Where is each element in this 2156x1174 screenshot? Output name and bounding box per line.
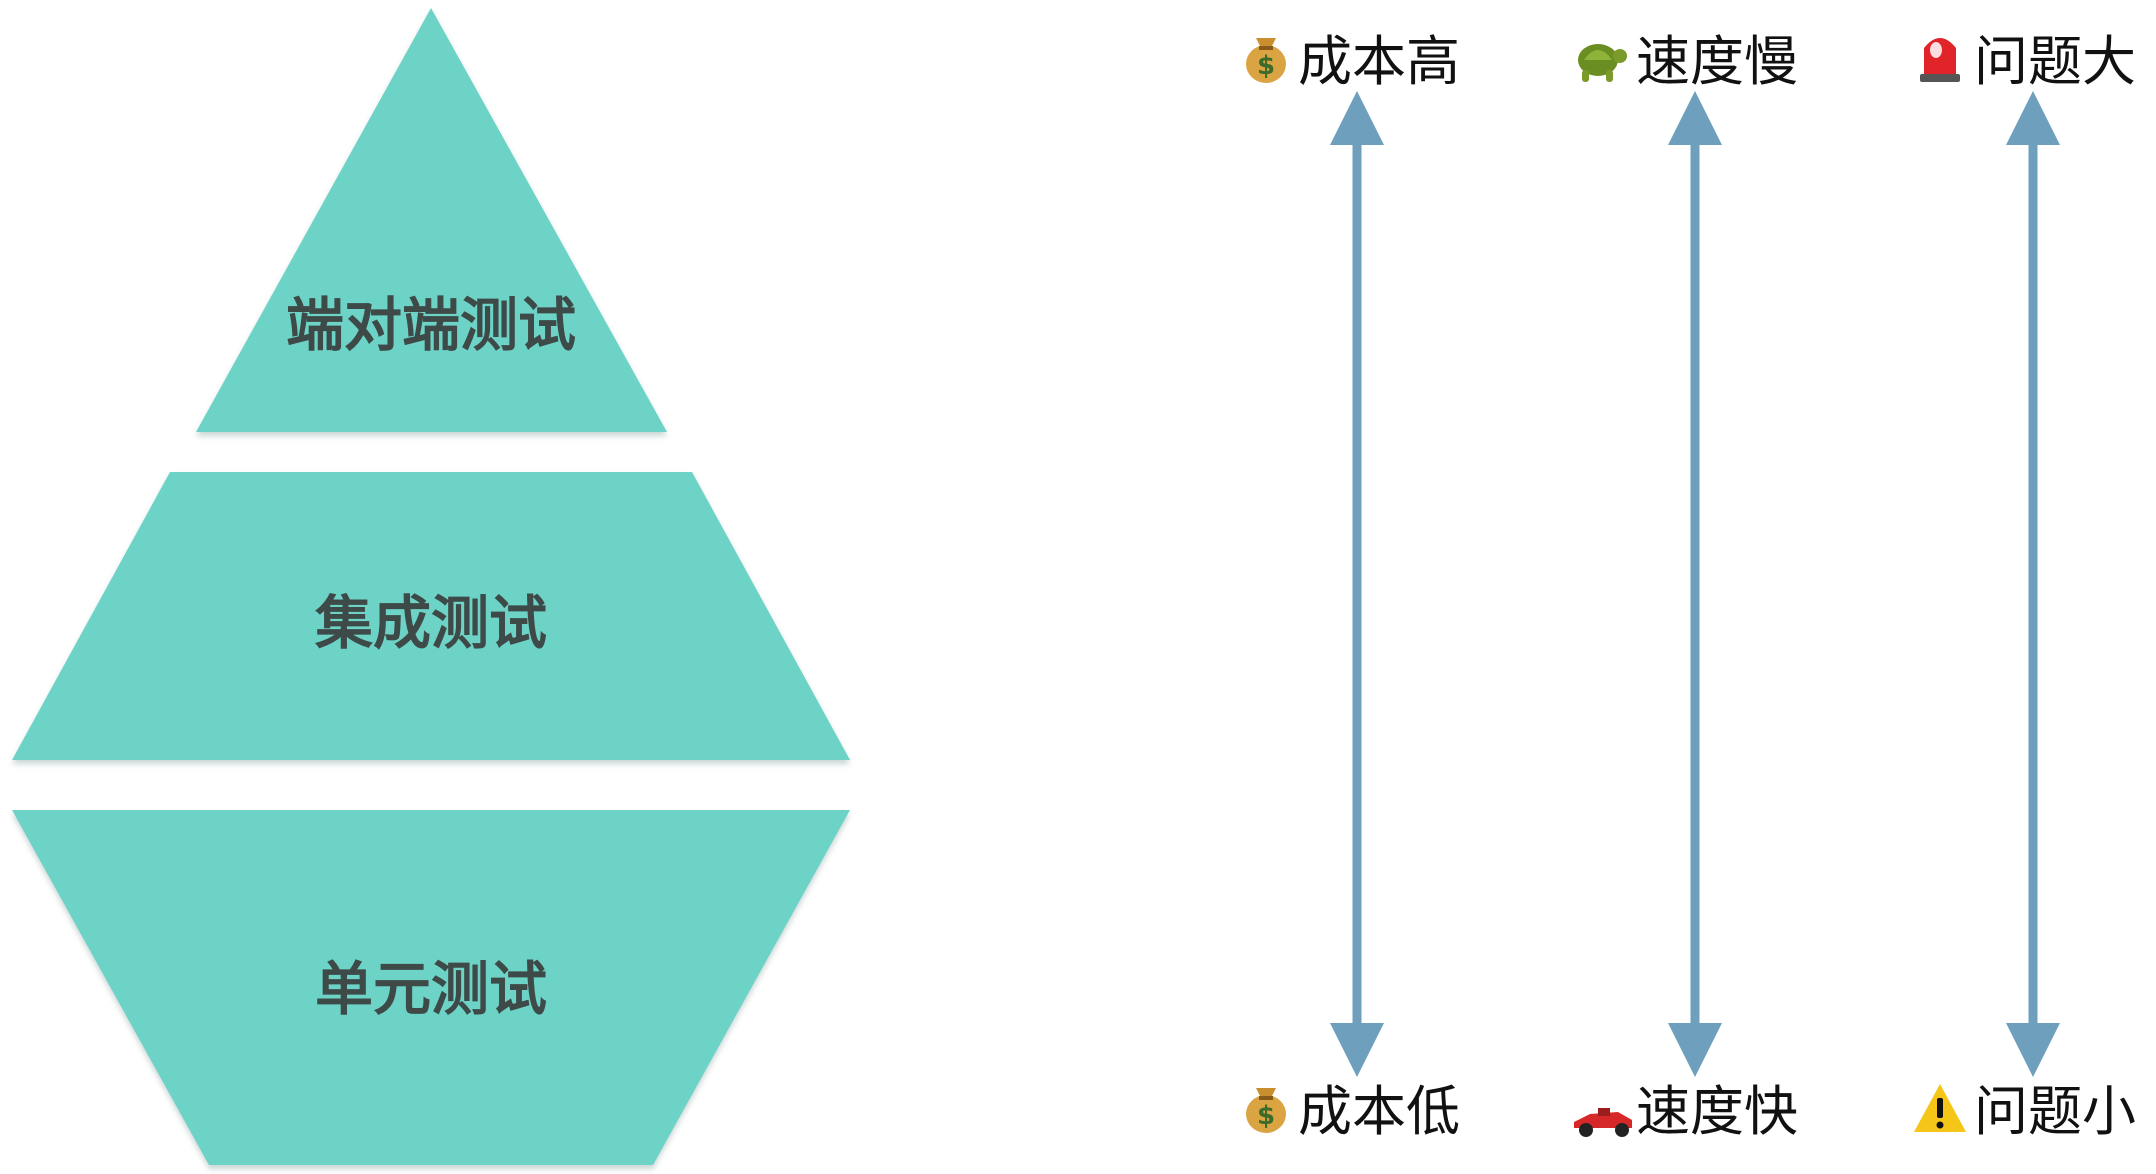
speed-bottom-label: 速度快 xyxy=(1574,1080,1798,1143)
turtle-icon xyxy=(1578,44,1627,82)
cost-low-text: 成本低 xyxy=(1298,1080,1460,1143)
cost-top-label: $ 成本高 xyxy=(1246,30,1460,93)
integration-layer-label: 集成测试 xyxy=(314,589,547,657)
problem-top-label: 问题大 xyxy=(1920,30,2136,93)
unit-inverted-trapezoid-shape xyxy=(12,810,850,1165)
money-bag-icon: $ xyxy=(1246,1088,1286,1133)
problem-small-text: 问题小 xyxy=(1974,1080,2136,1143)
scale-cost: $ 成本高 $ 成本低 xyxy=(1246,30,1460,1143)
scale-speed: 速度慢 速度快 xyxy=(1574,30,1798,1143)
speed-top-label: 速度慢 xyxy=(1578,30,1798,93)
scale-problem: 问题大 问题小 xyxy=(1914,30,2136,1143)
siren-icon xyxy=(1920,38,1960,82)
svg-text:$: $ xyxy=(1257,1101,1275,1131)
money-bag-icon: $ xyxy=(1246,38,1286,83)
integration-trapezoid-shape xyxy=(12,472,850,760)
pyramid: 端对端测试 集成测试 单元测试 xyxy=(12,8,850,1165)
problem-big-text: 问题大 xyxy=(1974,30,2136,93)
pyramid-layer-unit: 单元测试 xyxy=(12,810,850,1165)
pyramid-layer-e2e: 端对端测试 xyxy=(196,8,667,432)
e2e-layer-label: 端对端测试 xyxy=(286,291,576,359)
speed-slow-text: 速度慢 xyxy=(1636,30,1798,93)
cost-high-text: 成本高 xyxy=(1298,30,1460,93)
warning-icon xyxy=(1914,1084,1966,1132)
racing-car-icon xyxy=(1574,1108,1632,1137)
svg-text:$: $ xyxy=(1257,51,1275,81)
problem-bottom-label: 问题小 xyxy=(1914,1080,2136,1143)
unit-layer-label: 单元测试 xyxy=(315,955,547,1023)
cost-bottom-label: $ 成本低 xyxy=(1246,1080,1460,1143)
speed-fast-text: 速度快 xyxy=(1636,1080,1798,1143)
pyramid-layer-integration: 集成测试 xyxy=(12,472,850,760)
e2e-triangle-shape xyxy=(196,8,667,432)
